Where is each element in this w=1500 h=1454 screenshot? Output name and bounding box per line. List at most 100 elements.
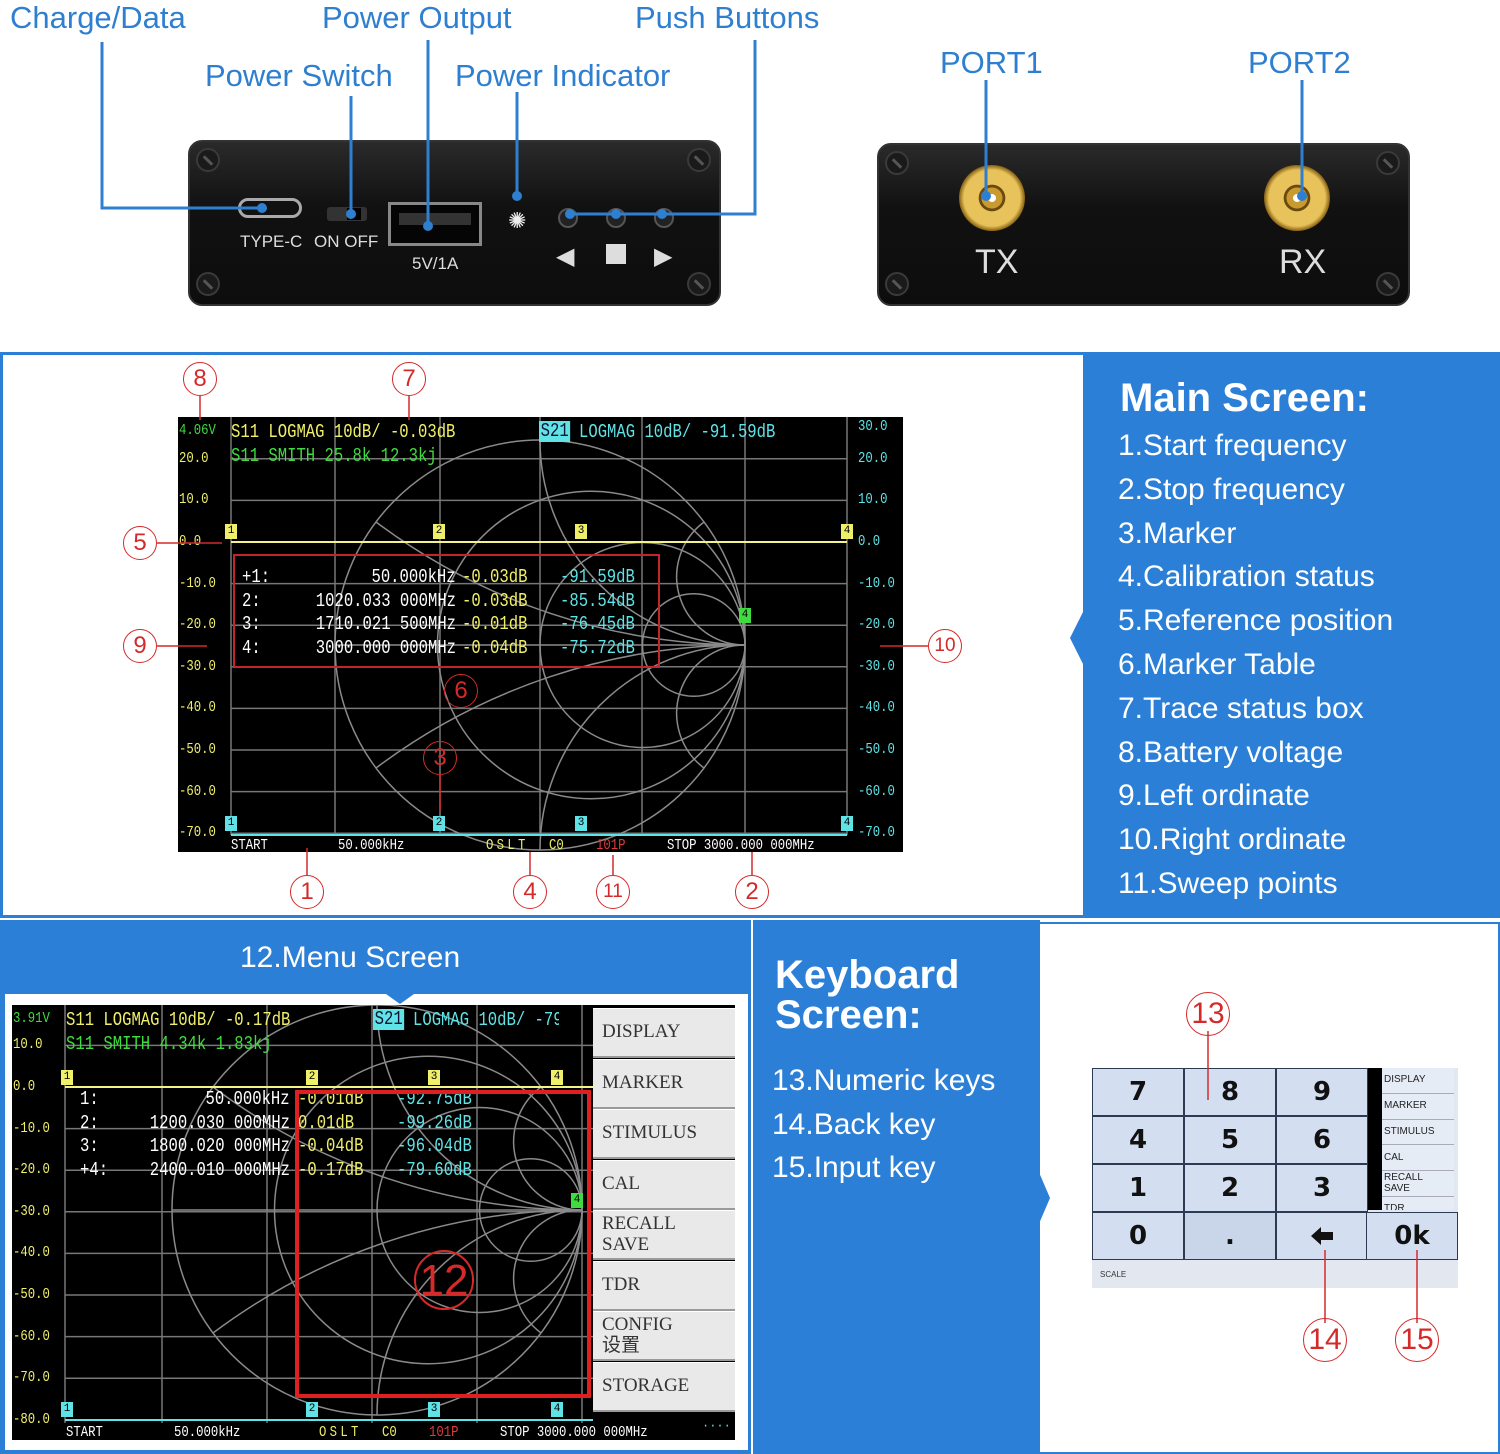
menu-item-display[interactable]: DISPLAY: [1382, 1068, 1454, 1094]
usb-a-port[interactable]: [388, 202, 482, 246]
marker-frequency: 50.000kHz: [205, 1088, 290, 1110]
back-key[interactable]: [1276, 1212, 1368, 1260]
marker-flag[interactable]: 4: [551, 1070, 563, 1085]
left-ordinate-label: -60.0: [179, 782, 216, 800]
marker-flag[interactable]: 1: [61, 1402, 73, 1417]
marker-row[interactable]: 2:1020.033 000MHz-0.03dB-85.54dB: [178, 589, 903, 614]
marker-flag[interactable]: 4: [841, 524, 853, 539]
menu-item-marker[interactable]: MARKER: [1382, 1093, 1454, 1120]
key-6[interactable]: 6: [1276, 1116, 1368, 1164]
key-5[interactable]: 5: [1184, 1116, 1276, 1164]
trace1-status[interactable]: S11 LOGMAG 10dB/ -0.17dB: [66, 1009, 291, 1031]
marker-flag[interactable]: 4: [571, 1193, 583, 1208]
menu-item-label: RECALL: [1384, 1172, 1423, 1184]
label-power-indicator: Power Indicator: [455, 58, 671, 93]
marker-flag[interactable]: 3: [575, 816, 587, 831]
stop-frequency[interactable]: STOP 3000.000 000MHz: [500, 1424, 648, 1440]
port1-sma-connector[interactable]: [959, 165, 1025, 231]
key-0[interactable]: 0: [1092, 1212, 1184, 1260]
key-2[interactable]: 2: [1184, 1164, 1276, 1212]
start-frequency[interactable]: 50.000kHz: [338, 837, 405, 852]
marker-flag[interactable]: 1: [61, 1070, 73, 1085]
trace3-status[interactable]: S11 SMITH 4.34k 1.83kj: [66, 1033, 272, 1055]
legend-item: 8.Battery voltage: [1118, 735, 1344, 769]
right-ordinate-label: -30.0: [858, 657, 895, 675]
marker-row[interactable]: 4:3000.000 000MHz-0.04dB-75.72dB: [178, 638, 903, 661]
stop-frequency[interactable]: STOP 3000.000 000MHz: [667, 837, 815, 852]
menu-item-tdr[interactable]: TDR: [593, 1260, 735, 1311]
callout-6: 6: [444, 674, 478, 708]
reactance-arc: [675, 521, 746, 646]
reactance-arc: [212, 1086, 583, 1211]
key-7[interactable]: 7: [1092, 1068, 1184, 1116]
marker-flag[interactable]: 3: [575, 524, 587, 539]
label-power-switch: Power Switch: [205, 58, 393, 93]
screw-icon: [885, 272, 909, 296]
screw-icon: [1376, 151, 1400, 175]
device-back-panel: TX RX: [877, 143, 1410, 306]
decimal-key[interactable]: .: [1184, 1212, 1276, 1260]
marker-flag[interactable]: 4: [551, 1402, 563, 1417]
ok-key[interactable]: 0k: [1366, 1212, 1458, 1260]
menu-item-display[interactable]: DISPLAY: [593, 1008, 735, 1058]
power-indicator-icon: ✺: [508, 208, 527, 233]
key-8[interactable]: 8: [1184, 1068, 1276, 1116]
marker-flag[interactable]: 3: [428, 1402, 440, 1417]
usb-c-port[interactable]: [238, 198, 302, 218]
trace2-status[interactable]: LOGMAG 10dB/ -91.59dB: [579, 421, 776, 443]
marker-flag[interactable]: 4: [739, 608, 751, 623]
menu-item-storage[interactable]: STORAGE: [593, 1361, 735, 1412]
marker-flag[interactable]: 2: [306, 1402, 318, 1417]
marker-row[interactable]: +4:2400.010 000MHz-0.17dB-79.60dB: [12, 1160, 593, 1183]
left-ordinate-label: -60.0: [13, 1327, 50, 1345]
marker-flag[interactable]: 2: [433, 816, 445, 831]
calibration-status: OSLT: [319, 1424, 362, 1440]
main-screen-section: [0, 352, 1085, 918]
menu-item-cal[interactable]: CAL: [1382, 1145, 1454, 1172]
key-1[interactable]: 1: [1092, 1164, 1184, 1212]
trace2-status[interactable]: LOGMAG 10dB/ -79: [413, 1011, 559, 1030]
marker-s11-value: -0.03dB: [462, 589, 528, 612]
marker-row[interactable]: 3:1710.021 500MHz-0.01dB-76.45dB: [178, 615, 903, 637]
center-button[interactable]: [606, 208, 626, 228]
menu-item-tdr[interactable]: TDR: [1382, 1197, 1454, 1210]
menu-item-cal[interactable]: CAL: [593, 1159, 735, 1210]
power-switch[interactable]: [327, 207, 367, 221]
marker-s21-value: -76.45dB: [560, 613, 635, 635]
marker-flag[interactable]: 4: [841, 816, 853, 831]
main-legend-panel: [1083, 352, 1500, 918]
trace2-tag[interactable]: S21: [539, 420, 571, 442]
marker-flag[interactable]: 3: [428, 1070, 440, 1085]
key-9[interactable]: 9: [1276, 1068, 1368, 1116]
menu-item-label: STIMULUS: [1384, 1125, 1435, 1137]
menu-item-marker[interactable]: MARKER: [593, 1058, 735, 1109]
start-frequency[interactable]: 50.000kHz: [174, 1424, 241, 1440]
left-button[interactable]: [558, 208, 578, 228]
marker-frequency: 1200.030 000MHz: [149, 1111, 290, 1134]
marker-row[interactable]: 1:50.000kHz-0.01dB-92.75dB: [12, 1090, 593, 1112]
menu-item-stimulus[interactable]: STIMULUS: [1382, 1119, 1454, 1146]
menu-item-stimulus[interactable]: STIMULUS: [593, 1109, 735, 1159]
legend-item: 5.Reference position: [1118, 604, 1394, 638]
trace3-status[interactable]: S11 SMITH 25.8k 12.3kj: [231, 445, 437, 467]
reactance-arc: [539, 644, 746, 851]
marker-row[interactable]: +1:50.000kHz-0.03dB-91.59dB: [178, 568, 903, 590]
key-4[interactable]: 4: [1092, 1116, 1184, 1164]
trace1-status[interactable]: S11 LOGMAG 10dB/ -0.03dB: [231, 421, 456, 443]
marker-flag[interactable]: 1: [225, 816, 237, 831]
port2-sma-connector[interactable]: [1264, 165, 1330, 231]
marker-flag[interactable]: 2: [306, 1070, 318, 1085]
trace2-tag[interactable]: S21: [373, 1008, 405, 1030]
key-3[interactable]: 3: [1276, 1164, 1368, 1212]
right-button[interactable]: [654, 208, 674, 228]
right-arrow-icon: ▶: [654, 243, 673, 270]
marker-flag[interactable]: 1: [225, 524, 237, 539]
right-ordinate-label: 0.0: [858, 533, 881, 550]
marker-row[interactable]: 3:1800.020 000MHz-0.04dB-96.04dB: [12, 1137, 593, 1159]
marker-flag[interactable]: 2: [433, 524, 445, 539]
